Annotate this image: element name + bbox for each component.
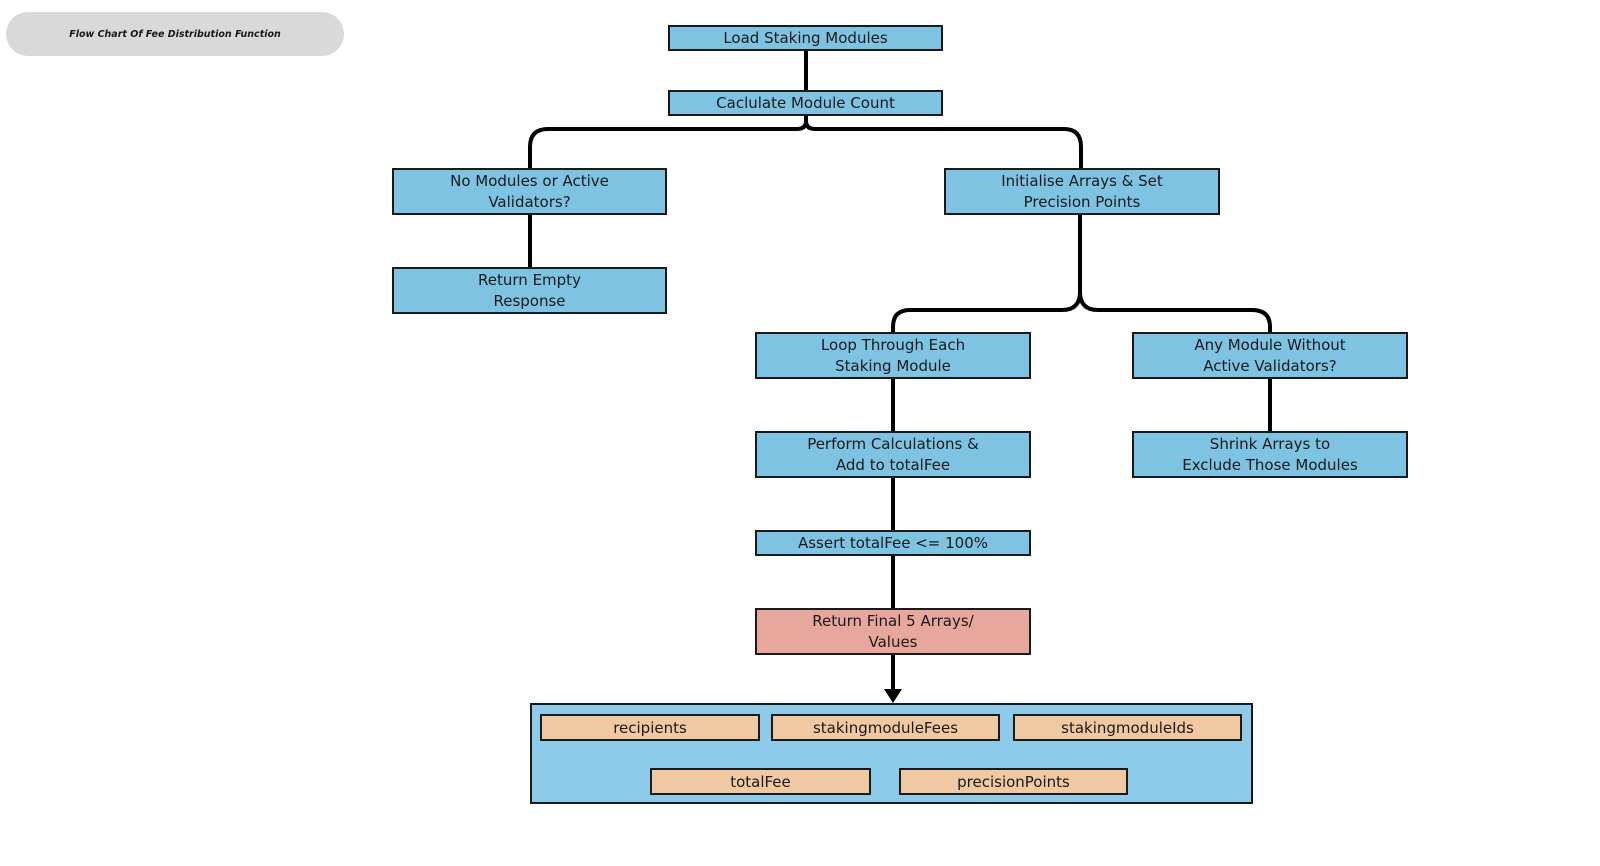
connector-count-to-init <box>804 120 1083 168</box>
node-calculate-module-count: Caclulate Module Count <box>668 90 943 116</box>
output-stakingmodule-ids: stakingmoduleIds <box>1013 714 1242 741</box>
connector-count-to-no-modules <box>528 115 808 168</box>
arrowhead-to-outputs <box>884 689 902 703</box>
output-total-fee: totalFee <box>650 768 871 795</box>
node-return-final-values: Return Final 5 Arrays/ Values <box>755 608 1031 655</box>
node-loop-staking-modules: Loop Through Each Staking Module <box>755 332 1031 379</box>
connector-init-to-loop <box>891 214 1082 332</box>
node-return-empty-response: Return Empty Response <box>392 267 667 314</box>
node-perform-calculations: Perform Calculations & Add to totalFee <box>755 431 1031 478</box>
output-stakingmodule-fees: stakingmoduleFees <box>771 714 1000 741</box>
output-precision-points: precisionPoints <box>899 768 1128 795</box>
output-values-panel: recipients stakingmoduleFees stakingmodu… <box>530 703 1253 804</box>
chart-title: Flow Chart Of Fee Distribution Function <box>6 12 344 56</box>
node-initialise-arrays: Initialise Arrays & Set Precision Points <box>944 168 1220 215</box>
node-shrink-arrays: Shrink Arrays to Exclude Those Modules <box>1132 431 1408 478</box>
node-no-modules-decision: No Modules or Active Validators? <box>392 168 667 215</box>
node-load-staking-modules: Load Staking Modules <box>668 25 943 51</box>
node-assert-total-fee: Assert totalFee <= 100% <box>755 530 1031 556</box>
node-any-module-without-validators: Any Module Without Active Validators? <box>1132 332 1408 379</box>
output-recipients: recipients <box>540 714 760 741</box>
connector-init-to-any-module <box>1078 291 1272 332</box>
